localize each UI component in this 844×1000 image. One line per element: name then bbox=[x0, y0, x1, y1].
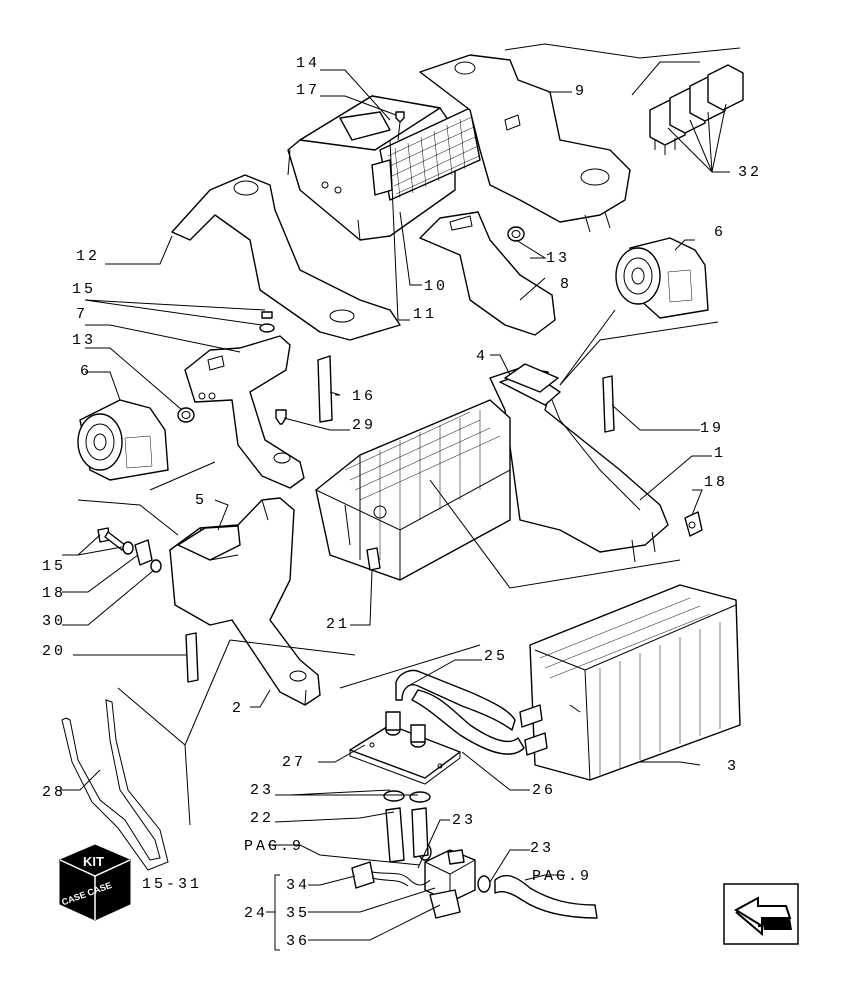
callout-12: 12 bbox=[76, 248, 100, 265]
callout-21: 21 bbox=[326, 616, 350, 633]
part-4-cover bbox=[504, 363, 559, 393]
part-28-tube bbox=[61, 699, 169, 871]
part-3-heater-core bbox=[519, 584, 741, 781]
part-5-cover bbox=[177, 525, 241, 561]
callout-20: 20 bbox=[42, 643, 66, 660]
callout-35: 35 bbox=[286, 905, 310, 922]
part-13-grommet-left bbox=[177, 407, 195, 423]
part-23-clamp-b bbox=[409, 791, 431, 803]
part-32-relays bbox=[649, 64, 744, 155]
part-15-bolt-left bbox=[97, 527, 134, 555]
callout-8: 8 bbox=[560, 276, 572, 293]
callout-9: 9 bbox=[575, 83, 587, 100]
leader-lines bbox=[60, 43, 741, 951]
callout-30: 30 bbox=[42, 613, 66, 630]
part-1-main-housing bbox=[489, 367, 669, 563]
callout-18-right: 18 bbox=[704, 474, 728, 491]
callout-27: 27 bbox=[282, 754, 306, 771]
part-12-left-duct bbox=[171, 174, 401, 341]
part-34-plug bbox=[351, 861, 431, 889]
part-14-top-cover bbox=[287, 95, 481, 241]
part-13-grommet-top bbox=[507, 226, 525, 242]
part-25-hose bbox=[395, 669, 516, 731]
part-23-clamp-d bbox=[477, 875, 491, 893]
callout-2: 2 bbox=[232, 700, 244, 717]
callout-7: 7 bbox=[76, 306, 88, 323]
part-8-duct bbox=[419, 211, 556, 336]
part-30-spacer bbox=[150, 559, 162, 573]
callout-25: 25 bbox=[484, 648, 508, 665]
part-36-connector bbox=[429, 889, 461, 919]
part-26-hose bbox=[411, 689, 525, 755]
callout-23-b: 23 bbox=[452, 812, 476, 829]
callout-23-c: 23 bbox=[530, 840, 554, 857]
callout-23-a: 23 bbox=[250, 782, 274, 799]
part-16-strip bbox=[317, 355, 333, 423]
part-7-bracket bbox=[184, 335, 305, 489]
callout-6-right: 6 bbox=[714, 224, 726, 241]
part-21-sensor bbox=[366, 547, 381, 571]
part-18-clip-right bbox=[684, 511, 703, 537]
callout-18-left: 18 bbox=[42, 585, 66, 602]
page-ref-right: PAG.9 bbox=[532, 868, 592, 885]
callout-28: 28 bbox=[42, 784, 66, 801]
callout-29: 29 bbox=[352, 417, 376, 434]
part-29-screw bbox=[275, 409, 287, 425]
kit-cube-icon: KIT CASE CASE bbox=[58, 844, 132, 921]
arrow-left-icon bbox=[734, 896, 792, 937]
callout-10: 10 bbox=[424, 278, 448, 295]
page-ref-left: PAG.9 bbox=[244, 838, 304, 855]
part-6-blower-right bbox=[615, 237, 709, 319]
callout-1: 1 bbox=[714, 445, 726, 462]
part-27-valve-plate bbox=[349, 711, 461, 785]
callout-labels: 14 17 9 32 12 13 10 8 6 15 11 7 13 4 6 1… bbox=[42, 55, 762, 950]
part-15-screw-top bbox=[259, 311, 275, 333]
nav-back-button[interactable] bbox=[723, 883, 799, 945]
callout-13-top: 13 bbox=[546, 250, 570, 267]
callout-24: 24 bbox=[244, 905, 268, 922]
callout-26: 26 bbox=[532, 782, 556, 799]
callout-6-left: 6 bbox=[80, 363, 92, 380]
part-20-strip bbox=[185, 632, 199, 683]
callout-15-left: 15 bbox=[42, 558, 66, 575]
callout-22: 22 bbox=[250, 810, 274, 827]
callout-14: 14 bbox=[296, 55, 320, 72]
part-hose-right bbox=[494, 874, 598, 919]
part-23-clamp-a bbox=[383, 790, 405, 802]
callout-16: 16 bbox=[352, 388, 376, 405]
callout-3: 3 bbox=[727, 758, 739, 775]
kit-label: KIT bbox=[83, 854, 104, 869]
callout-32: 32 bbox=[738, 164, 762, 181]
callout-13-left: 13 bbox=[72, 332, 96, 349]
callout-11: 11 bbox=[413, 306, 437, 323]
callout-19: 19 bbox=[700, 420, 724, 437]
part-6-blower-left bbox=[77, 399, 169, 481]
callout-36: 36 bbox=[286, 933, 310, 950]
callout-34: 34 bbox=[286, 877, 310, 894]
part-evaporator-core bbox=[315, 399, 511, 581]
part-9-right-duct bbox=[419, 54, 631, 233]
part-17-screw bbox=[395, 111, 405, 141]
callout-4: 4 bbox=[476, 348, 488, 365]
part-22-hose bbox=[385, 807, 429, 863]
part-18-clip-left bbox=[134, 539, 153, 566]
callout-5: 5 bbox=[195, 492, 207, 509]
part-19-strip bbox=[602, 375, 615, 433]
part-35-valve bbox=[424, 849, 476, 903]
kit-reference: 15-31 bbox=[142, 876, 202, 893]
callout-15-top: 15 bbox=[72, 281, 96, 298]
callout-17: 17 bbox=[296, 82, 320, 99]
